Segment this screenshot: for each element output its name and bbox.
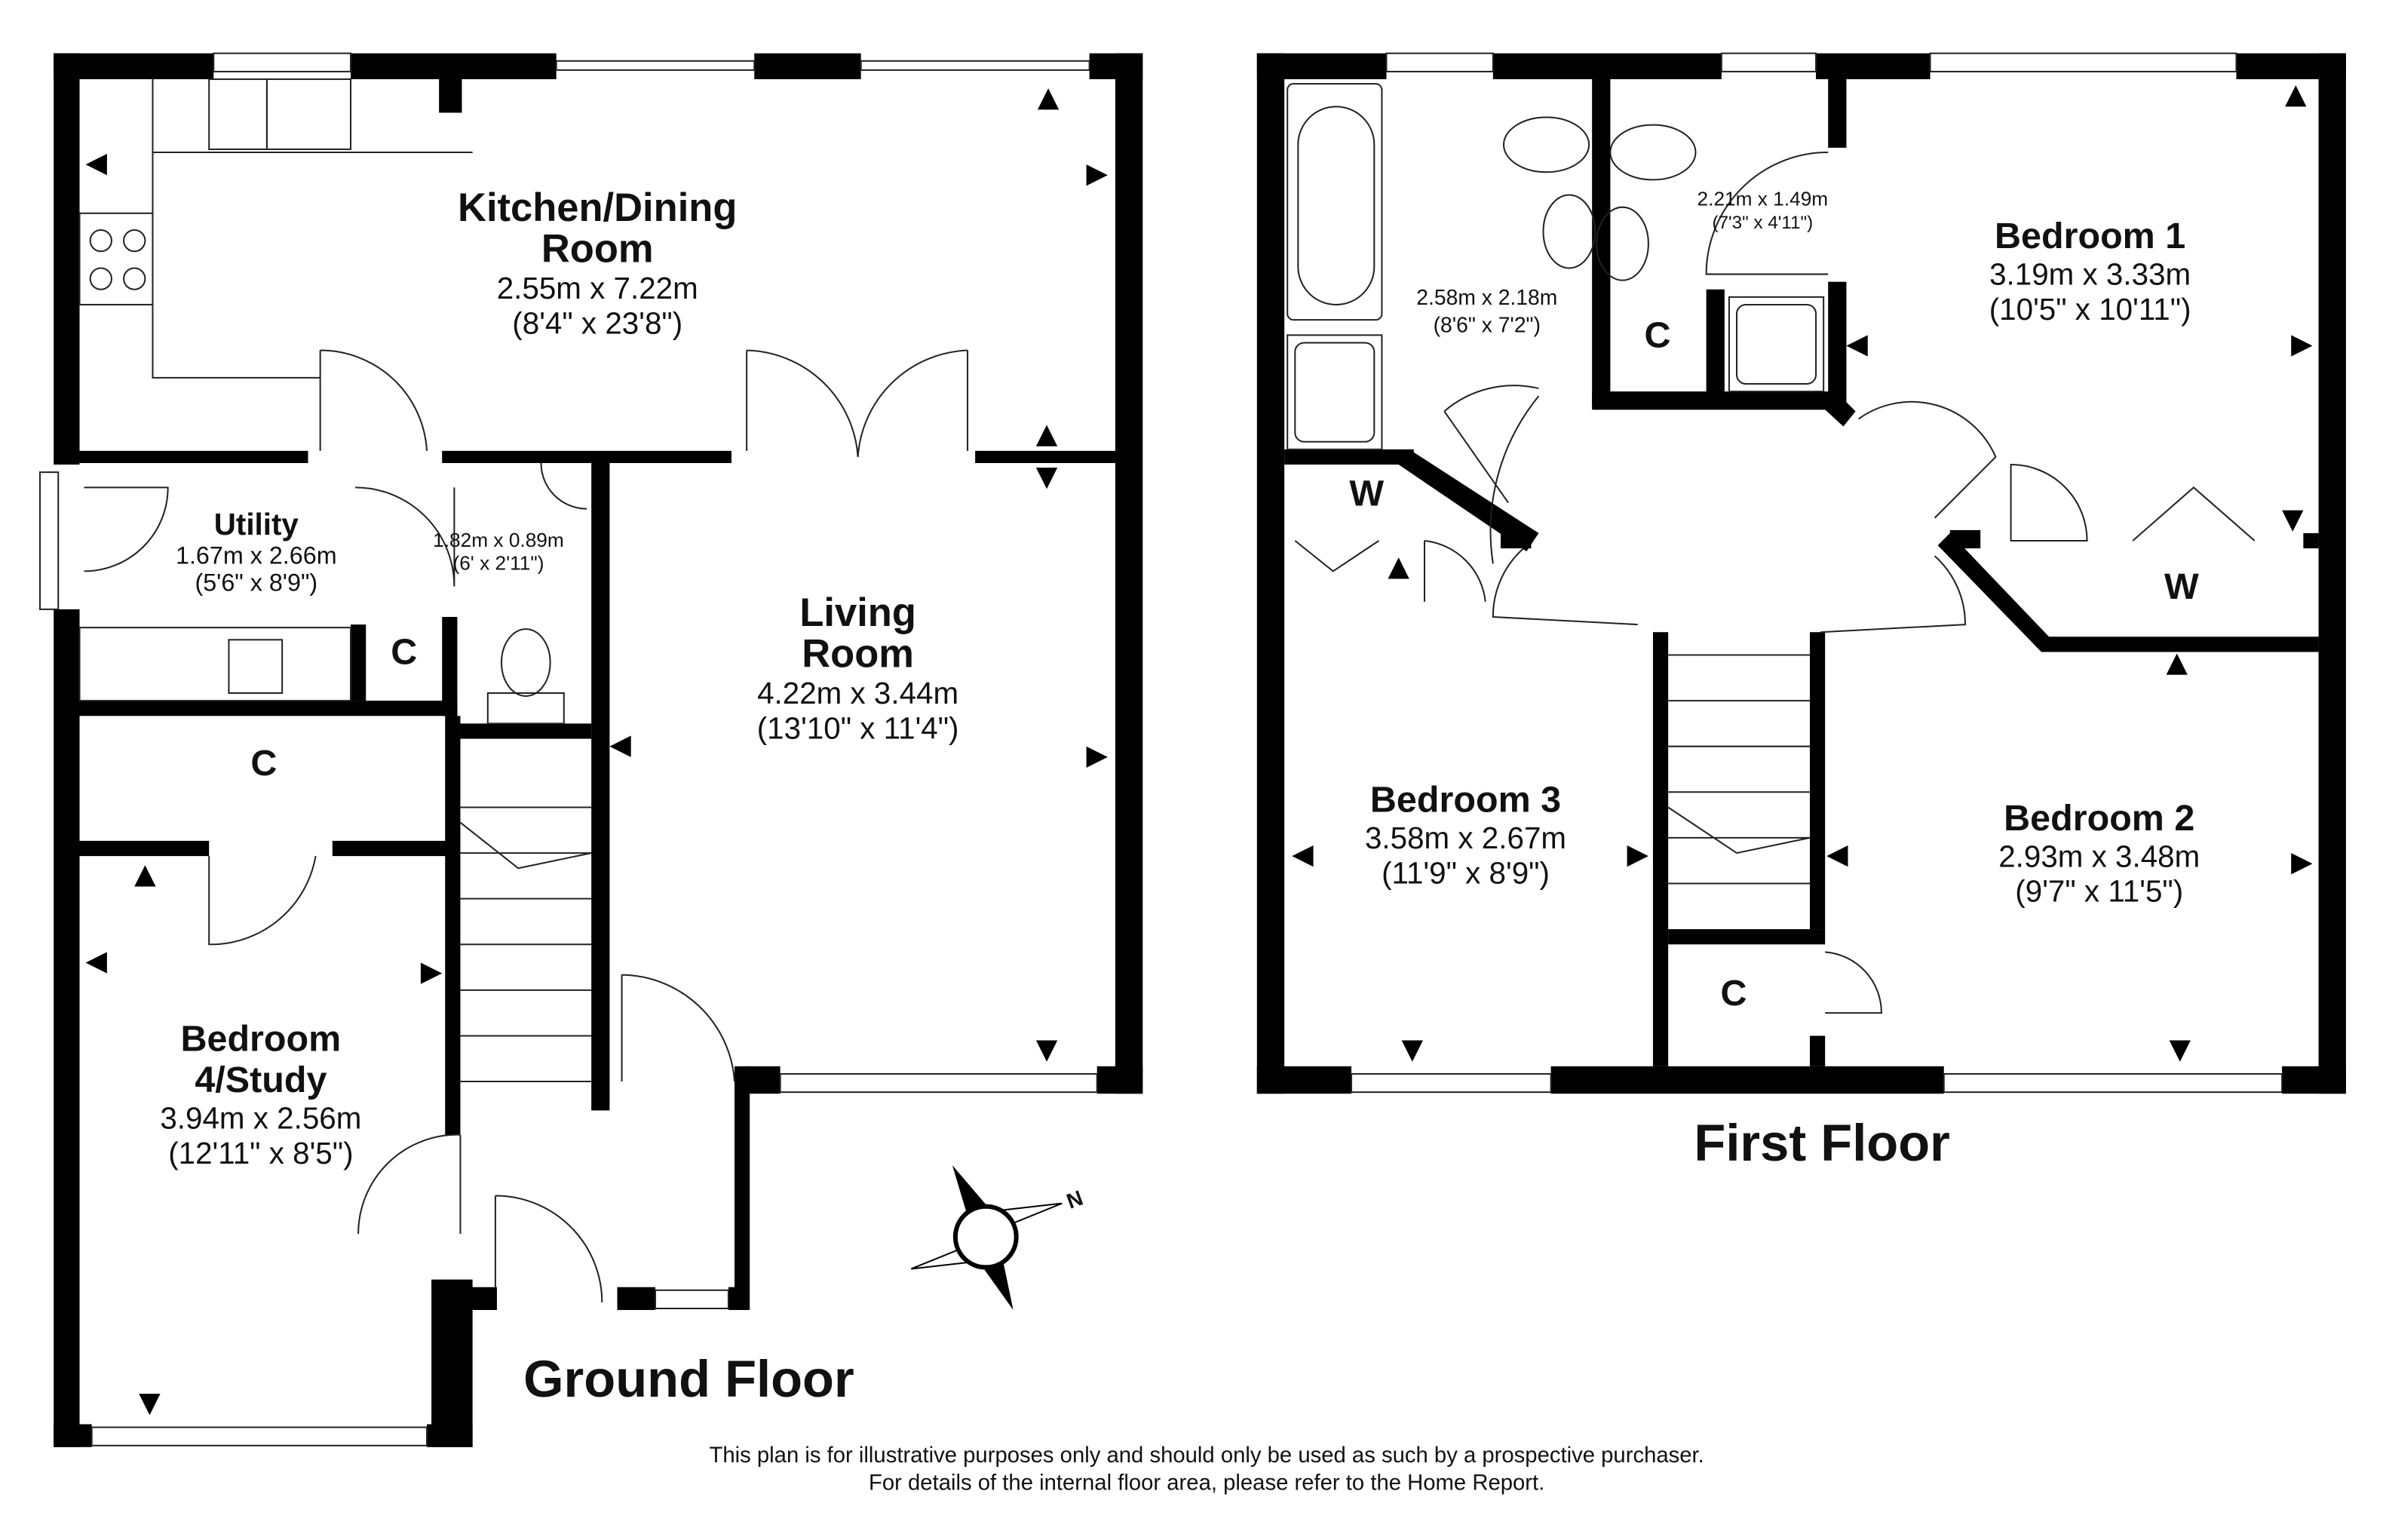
bedroom1-metric: 3.19m x 3.33m (1989, 257, 2191, 292)
kitchen-imperial: (8'4" x 23'8") (512, 305, 682, 340)
bedroom4-imperial: (12'11" x 8'5") (168, 1136, 353, 1170)
bedroom1-imperial: (10'5" x 10'11") (1989, 292, 2191, 327)
first-floor-arrows (1292, 85, 2313, 1062)
wardrobe-label: W (1349, 474, 1384, 514)
kitchen-metric: 2.55m x 7.22m (497, 271, 698, 305)
utility-metric: 1.67m x 2.66m (176, 541, 337, 569)
ensuite-imperial: (7'3" x 4'11") (1713, 213, 1814, 233)
wc-metric: 1.82m x 0.89m (433, 529, 564, 551)
living-metric: 4.22m x 3.44m (757, 676, 958, 710)
bedroom3-name: Bedroom 3 (1370, 780, 1561, 821)
ground-floor-windows (38, 52, 1098, 1446)
first-floor-walls (1256, 53, 2346, 1094)
ground-floor-walls (54, 53, 1143, 1447)
cupboard-label: C (1720, 973, 1747, 1014)
utility-imperial: (5'6" x 8'9") (195, 569, 317, 597)
wc-imperial: (6' x 2'11") (452, 551, 544, 574)
cupboard-label: C (250, 743, 277, 784)
first-floor-title: First Floor (1694, 1114, 1949, 1172)
disclaimer-line-1: This plan is for illustrative purposes o… (710, 1443, 1704, 1468)
compass-icon: N (910, 1165, 1086, 1311)
disclaimer-line-2: For details of the internal floor area, … (869, 1470, 1544, 1495)
wardrobe-label: W (2164, 566, 2199, 607)
bedroom3-metric: 3.58m x 2.67m (1365, 821, 1566, 855)
kitchen-name: Room (541, 226, 654, 271)
ensuite-metric: 2.21m x 1.49m (1697, 188, 1829, 210)
ground-floor-title: Ground Floor (523, 1350, 854, 1408)
bedroom4-metric: 3.94m x 2.56m (160, 1101, 361, 1136)
bedroom3-imperial: (11'9" x 8'9") (1382, 855, 1550, 890)
kitchen-name: Kitchen/Dining (458, 186, 737, 230)
living-name: Living (799, 591, 916, 635)
bedroom4-name: Bedroom (180, 1019, 341, 1060)
first-floor-labels: 2.58m x 2.18m (8'6" x 7'2") 2.21m x 1.49… (1349, 188, 2200, 1172)
cupboard-label: C (391, 632, 417, 673)
bedroom4-name: 4/Study (195, 1060, 327, 1100)
first-floor-windows (1351, 52, 2283, 1094)
living-name: Room (802, 632, 914, 676)
utility-name: Utility (214, 507, 299, 541)
bathroom-metric: 2.58m x 2.18m (1416, 285, 1557, 309)
first-floor-fixtures (1287, 83, 2256, 1014)
ground-floor-labels: Kitchen/Dining Room 2.55m x 7.22m (8'4" … (160, 186, 958, 1408)
living-imperial: (13'10" x 11'4") (757, 711, 959, 746)
bedroom2-imperial: (9'7" x 11'5") (2015, 874, 2183, 909)
bathroom-imperial: (8'6" x 7'2") (1434, 312, 1541, 336)
cupboard-label: C (1645, 315, 1671, 356)
bedroom1-name: Bedroom 1 (1995, 216, 2185, 256)
ground-floor-fixtures (78, 78, 969, 1302)
bedroom2-name: Bedroom 2 (2004, 798, 2194, 839)
bedroom2-metric: 2.93m x 3.48m (1998, 839, 2200, 873)
ground-floor-arrows (85, 88, 1108, 1416)
